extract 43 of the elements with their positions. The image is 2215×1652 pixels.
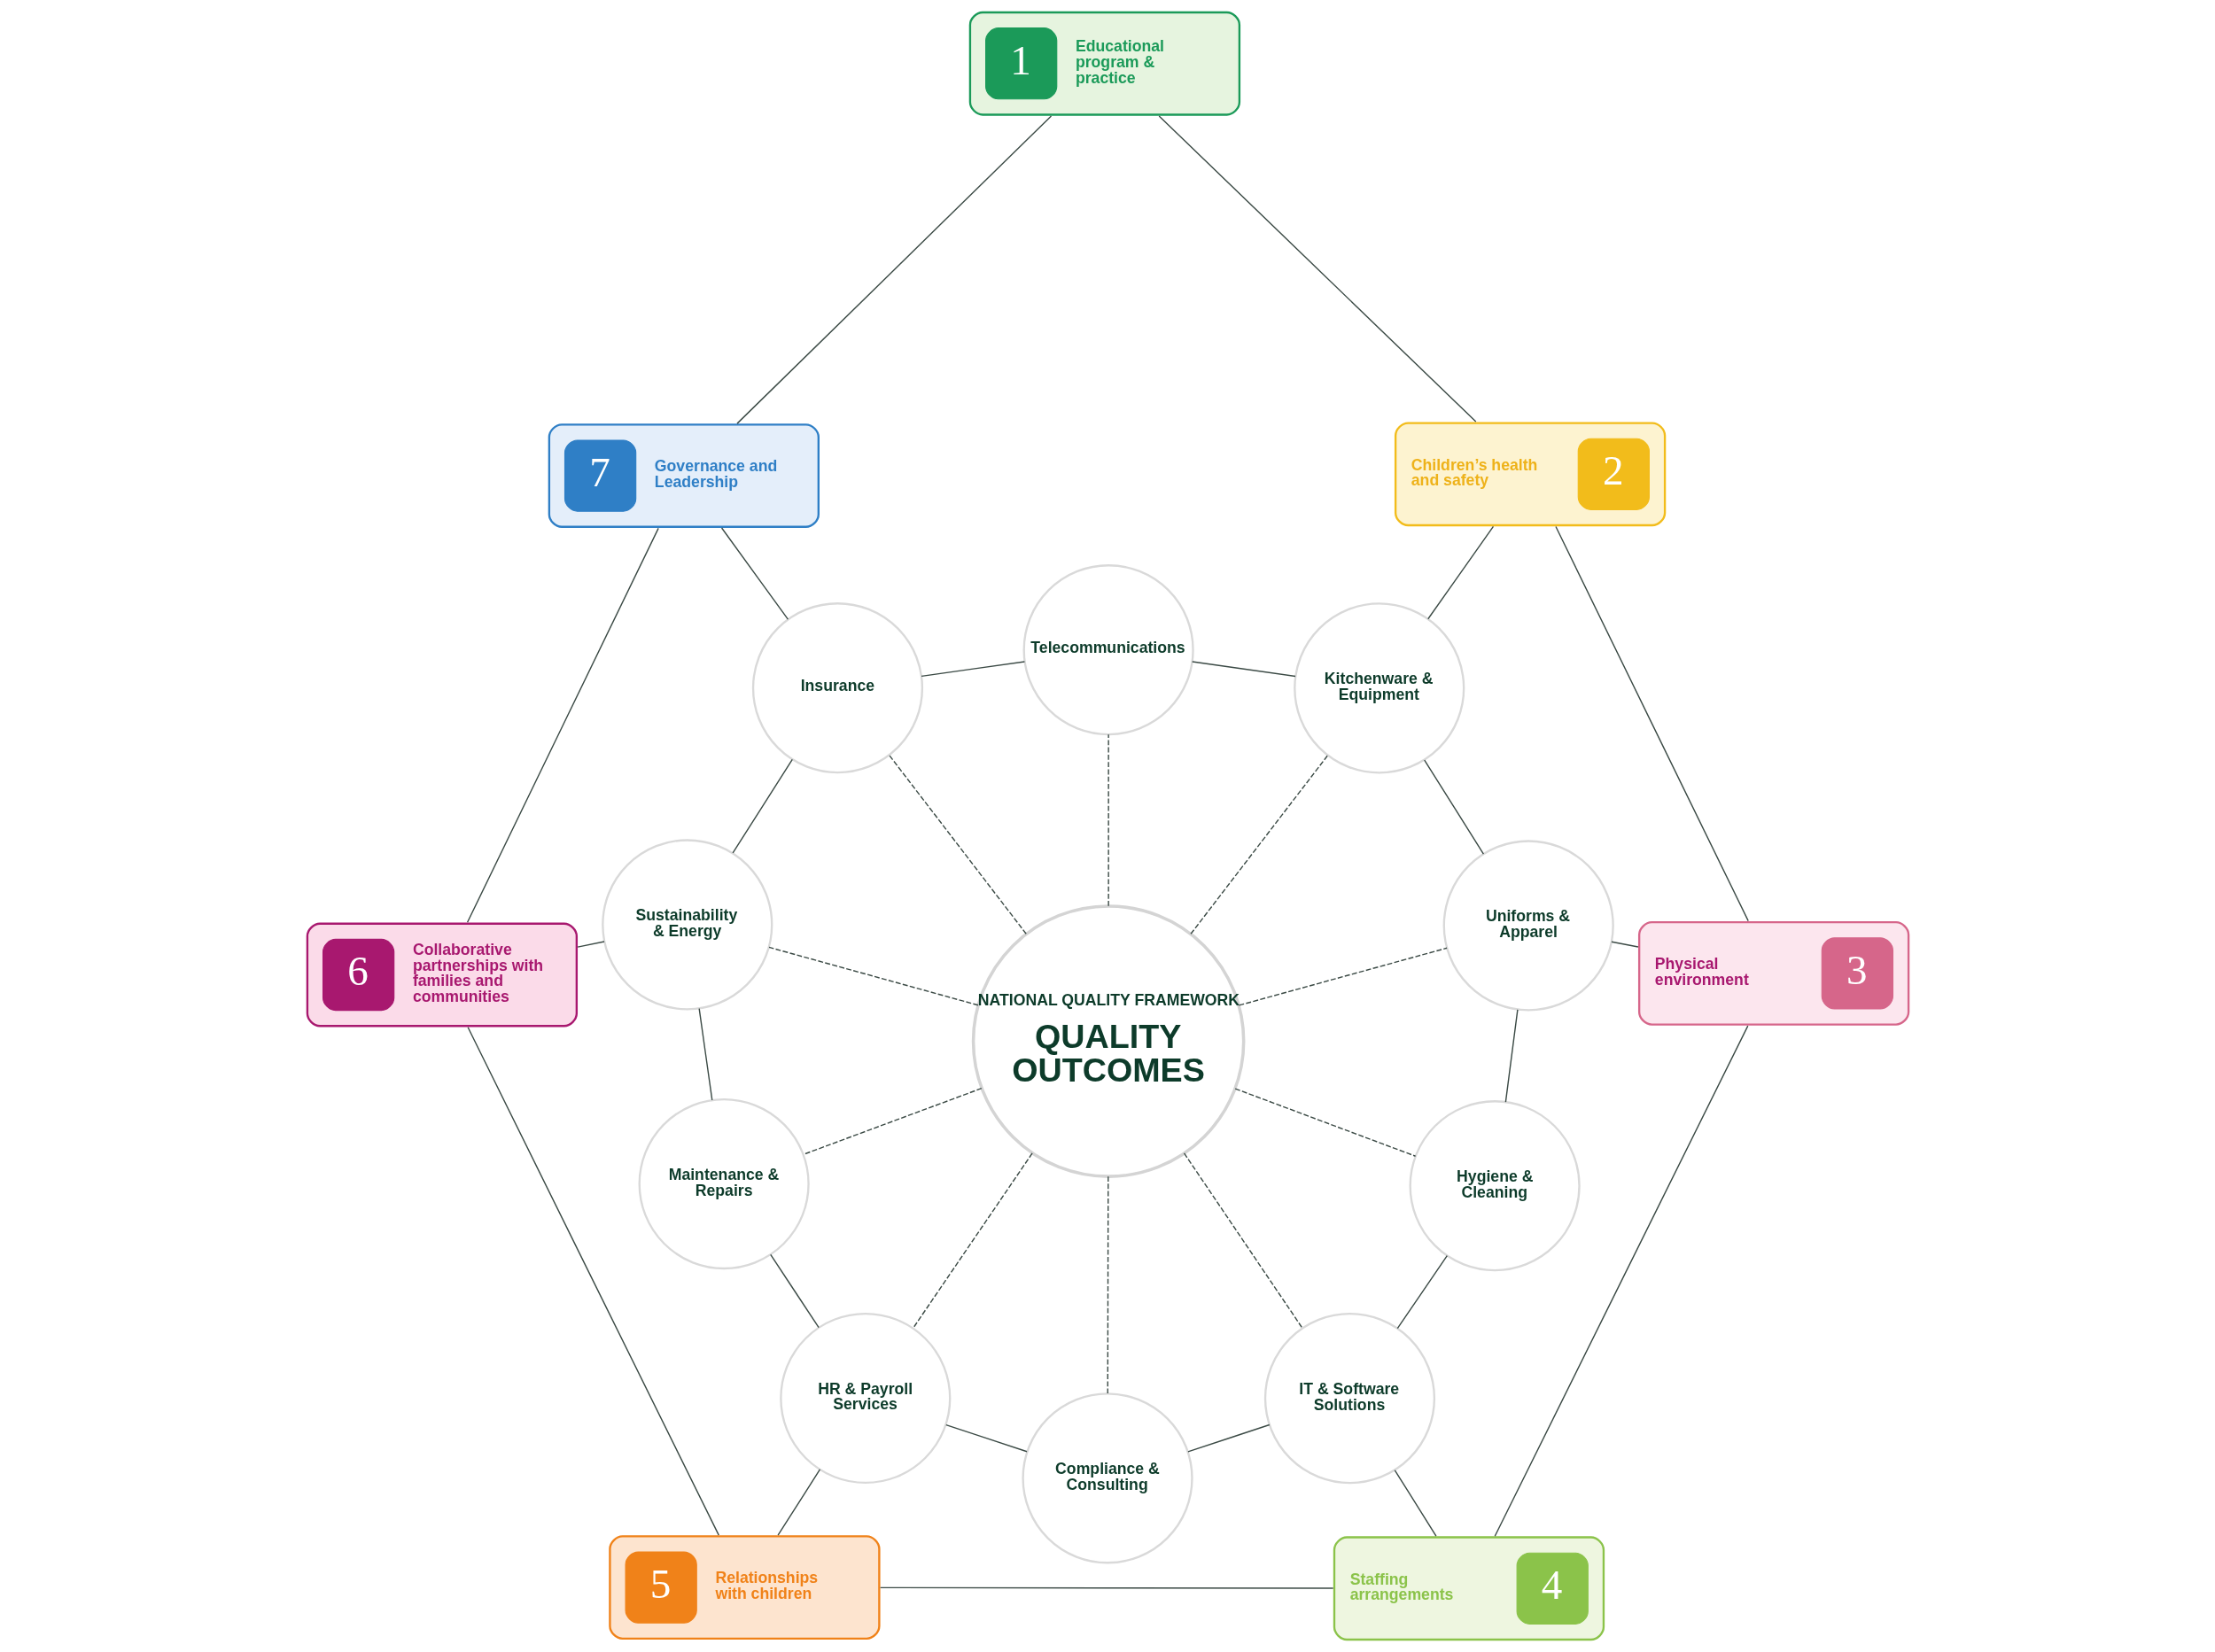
connector [767, 946, 979, 1006]
connector [888, 754, 1027, 935]
node-circle: Hygiene & Cleaning [1409, 1100, 1581, 1272]
node-circle: Compliance & Consulting [1021, 1392, 1193, 1564]
connector [1423, 759, 1484, 855]
connector [1554, 525, 1749, 922]
connector [576, 941, 605, 948]
connector [1396, 1254, 1448, 1330]
connector [1238, 947, 1448, 1006]
connector [769, 1253, 820, 1329]
node-circle: NATIONAL QUALITY FRAMEWORK QUALITY OUTCOMES [971, 904, 1245, 1178]
node-circle: Telecommunications [1022, 564, 1194, 736]
connector [466, 527, 659, 923]
connector [920, 661, 1025, 678]
connector [1183, 1152, 1303, 1330]
connector [1233, 1088, 1416, 1157]
connector [1186, 1423, 1270, 1453]
node-circle: Insurance [751, 602, 923, 774]
connector [720, 527, 789, 620]
connector [879, 1586, 1333, 1589]
connector [1494, 1025, 1748, 1537]
node-circle: HR & Payroll Services [779, 1312, 951, 1485]
connector [1191, 661, 1296, 678]
connector [1107, 1175, 1108, 1394]
connector [697, 1007, 712, 1101]
connector [776, 1469, 820, 1536]
connector [1158, 115, 1476, 423]
connector [944, 1423, 1028, 1453]
connector [1610, 941, 1639, 948]
node-circle: Kitchenware & Equipment [1293, 602, 1465, 774]
connector [731, 758, 793, 854]
node-circle: Sustainability & Energy [601, 839, 773, 1011]
connector [1426, 525, 1494, 620]
connector [912, 1152, 1033, 1330]
node-circle: Uniforms & Apparel [1442, 840, 1614, 1012]
node-circle: IT & Software Solutions [1263, 1313, 1435, 1485]
connector [1394, 1470, 1437, 1537]
connector [466, 1027, 719, 1536]
connector [735, 115, 1052, 424]
node-circle: Maintenance & Repairs [638, 1097, 810, 1270]
connector [1504, 1009, 1519, 1103]
connector [1107, 733, 1109, 907]
connector [1189, 755, 1328, 935]
